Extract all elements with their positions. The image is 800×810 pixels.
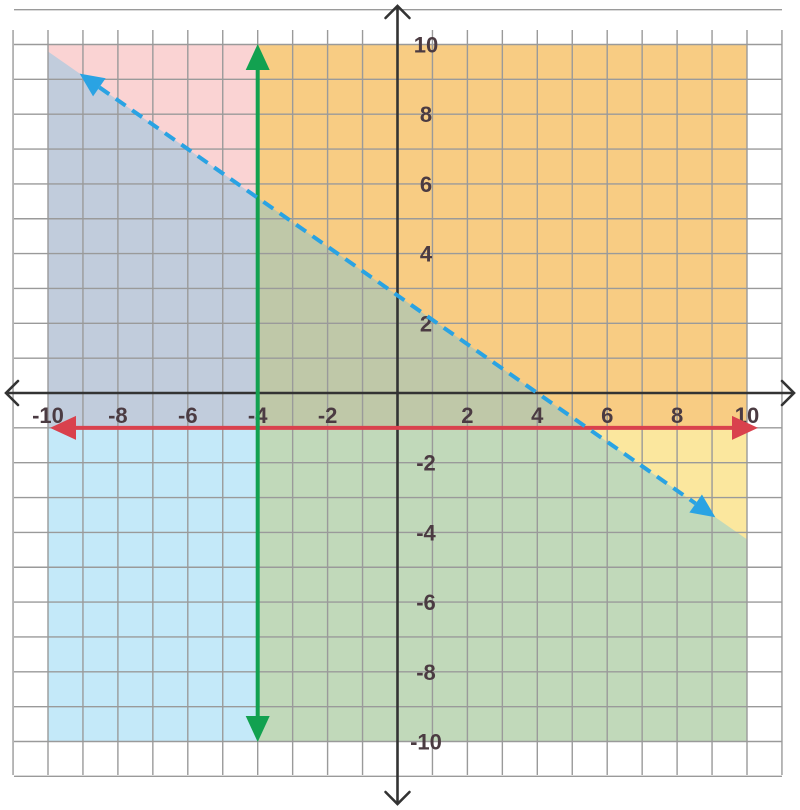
- x-tick-label: 4: [531, 403, 544, 428]
- vertical-line-down-arrow-icon: [245, 716, 270, 742]
- x-tick-label: -10: [32, 403, 64, 428]
- x-tick-label: -2: [318, 403, 338, 428]
- boundary-lines: [50, 44, 758, 742]
- slanted-line-upper-arrow-icon: [79, 73, 106, 97]
- x-tick-label: 2: [461, 403, 473, 428]
- slanted-line-lower-arrow-icon: [689, 494, 716, 518]
- horizontal-line-right-arrow-icon: [732, 415, 758, 440]
- x-tick-label: -6: [178, 403, 198, 428]
- vertical-line-up-arrow-icon: [245, 44, 270, 70]
- horizontal-line-left-arrow-icon: [50, 415, 76, 440]
- x-axis-left-arrow-icon: [4, 379, 20, 407]
- y-tick-label: 10: [414, 33, 438, 58]
- y-axis-down-arrow-icon: [384, 790, 411, 806]
- slanted-dashed-boundary-line: [98, 85, 697, 506]
- x-tick-label: 8: [671, 403, 683, 428]
- y-tick-label: 2: [420, 311, 432, 336]
- y-tick-label: 4: [420, 242, 433, 267]
- x-tick-label: -8: [108, 403, 128, 428]
- axes: [4, 4, 796, 806]
- y-tick-label: 8: [420, 102, 432, 127]
- y-axis-up-arrow-icon: [384, 4, 411, 20]
- y-tick-label: -4: [416, 520, 436, 545]
- y-tick-label: 6: [420, 172, 432, 197]
- y-tick-label: -2: [416, 451, 436, 476]
- y-tick-label: -10: [410, 730, 442, 755]
- x-axis-right-arrow-icon: [780, 379, 796, 407]
- x-tick-label: 6: [601, 403, 613, 428]
- y-tick-label: -8: [416, 660, 436, 685]
- y-tick-label: -6: [416, 590, 436, 615]
